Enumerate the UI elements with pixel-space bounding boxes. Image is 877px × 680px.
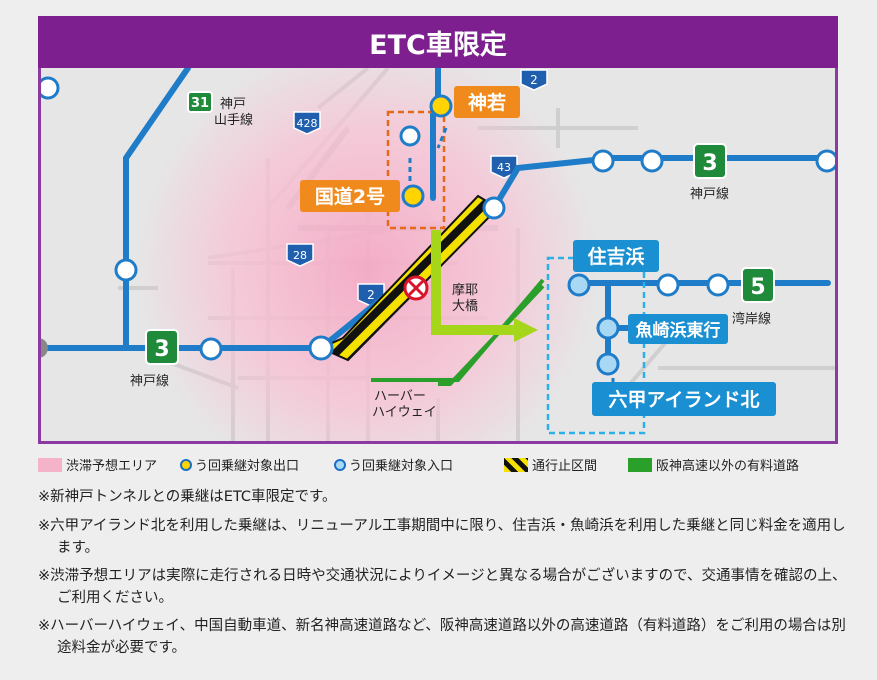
congestion-area (138, 68, 598, 441)
rokko-entry-node (596, 352, 620, 376)
sumiyoshihama-entry-node (567, 273, 591, 297)
ramp-label-uozakihama: 魚崎浜東行 (628, 314, 728, 344)
place-labels: 神戸山手線 神戸線 神戸線 湾岸線 摩耶大橋 ハーバーハイウェイ (130, 97, 771, 420)
legend-closed: 通行止区間 (504, 455, 597, 474)
legend-toll-label: 阪神高速以外の有料道路 (656, 459, 800, 474)
legend-entry-label: う回乗継対象入口 (349, 459, 454, 474)
label-wangan: 湾岸線 (732, 311, 771, 327)
label-harbor-highway: ハーバーハイウェイ (372, 389, 437, 420)
uozakihama-entry-node (596, 316, 620, 340)
route-31-number: 31 (191, 96, 209, 111)
national-route-2-b: 2 (520, 69, 548, 91)
detour-arrowhead (514, 318, 538, 342)
kanwaka-exit-node (429, 94, 453, 118)
label-maya-bridge: 摩耶大橋 (452, 282, 478, 314)
route-map: 428 43 28 2 2 (38, 68, 838, 444)
route-2b-number: 2 (530, 73, 538, 87)
national-route-428: 428 (293, 111, 321, 135)
ramp-label-kokudo2: 国道2号 (300, 180, 400, 212)
route-shield-5: 5 (741, 267, 775, 303)
detour-arrow (431, 230, 516, 335)
route-28-number: 28 (293, 249, 307, 262)
label-kobe-line-left: 神戸線 (130, 373, 169, 389)
note-2: ※六甲アイランド北を利用した乗継は、リニューアル工事期間中に限り、住吉浜・魚崎浜… (38, 518, 846, 556)
legend-closed-swatch (504, 457, 528, 472)
label-kobe-line-right: 神戸線 (690, 186, 729, 202)
ramp-kanwaka-text: 神若 (468, 91, 506, 114)
kokudo2-dotted-box (386, 110, 446, 230)
ramp-kokudo2-text: 国道2号 (315, 185, 385, 208)
map-svg: 428 43 28 2 2 (41, 68, 835, 441)
legend-toll-swatch (628, 457, 652, 472)
ramp-rokko-text: 六甲アイランド北 (608, 388, 759, 411)
entry-nodes (567, 273, 620, 376)
note-4: ※ハーバーハイウェイ、中国自動車道、新名神高速道路など、阪神高速道路以外の高速道… (38, 618, 846, 656)
legend-toll: 阪神高速以外の有料道路 (628, 455, 799, 474)
ramp-uozakihama-text: 魚崎浜東行 (636, 320, 721, 341)
route-shield-3-right: 3 (693, 143, 727, 179)
closed-sign-icon (403, 275, 429, 301)
legend-congestion-label: 渋滞予想エリア (66, 459, 158, 474)
route-3-left-number: 3 (154, 337, 169, 362)
ramp-label-sumiyoshihama: 住吉浜 (573, 240, 659, 272)
route-43-number: 43 (497, 161, 511, 174)
exit-nodes (401, 94, 453, 208)
legend-exit-label: う回乗継対象出口 (195, 459, 300, 474)
map-legend: 渋滞予想エリア う回乗継対象出口 う回乗継対象入口 通行止区間 阪神高速以外の有… (38, 455, 858, 475)
edge-node (41, 338, 48, 358)
ramp-sumiyoshihama-text: 住吉浜 (587, 245, 644, 268)
legend-congestion-swatch (38, 457, 62, 472)
kokudo2-exit-node (401, 184, 425, 208)
route-2a-number: 2 (367, 288, 375, 302)
header-banner: ETC車限定 (38, 16, 838, 68)
route-3-right-number: 3 (702, 151, 717, 176)
route-428-number: 428 (297, 117, 318, 130)
legend-congestion: 渋滞予想エリア (38, 455, 157, 474)
route-shield-3-left: 3 (145, 329, 179, 365)
national-route-28: 28 (286, 243, 314, 267)
route-shield-31: 31 (187, 91, 213, 113)
legend-entry-dot (334, 458, 346, 471)
header-title: ETC車限定 (369, 29, 507, 61)
junction-nodes (41, 76, 835, 361)
legend-entry: う回乗継対象入口 (334, 455, 453, 474)
harbor-highway (371, 278, 545, 386)
legend-closed-label: 通行止区間 (532, 459, 598, 474)
ramp-label-rokko: 六甲アイランド北 (592, 382, 776, 416)
route-5-number: 5 (750, 275, 765, 300)
legend-exit-dot (180, 458, 192, 471)
label-kobe-yamate: 神戸山手線 (214, 97, 253, 128)
note-1: ※新神戸トンネルとの乗継はETC車限定です。 (38, 489, 337, 505)
ramp-label-kanwaka: 神若 (454, 86, 520, 118)
notes: ※新神戸トンネルとの乗継はETC車限定です。 ※六甲アイランド北を利用した乗継は… (38, 486, 858, 665)
note-3: ※渋滞予想エリアは実際に走行される日時や交通状況によりイメージと異なる場合がござ… (38, 568, 847, 606)
island-dotted-box (546, 256, 646, 435)
legend-exit: う回乗継対象出口 (180, 455, 299, 474)
